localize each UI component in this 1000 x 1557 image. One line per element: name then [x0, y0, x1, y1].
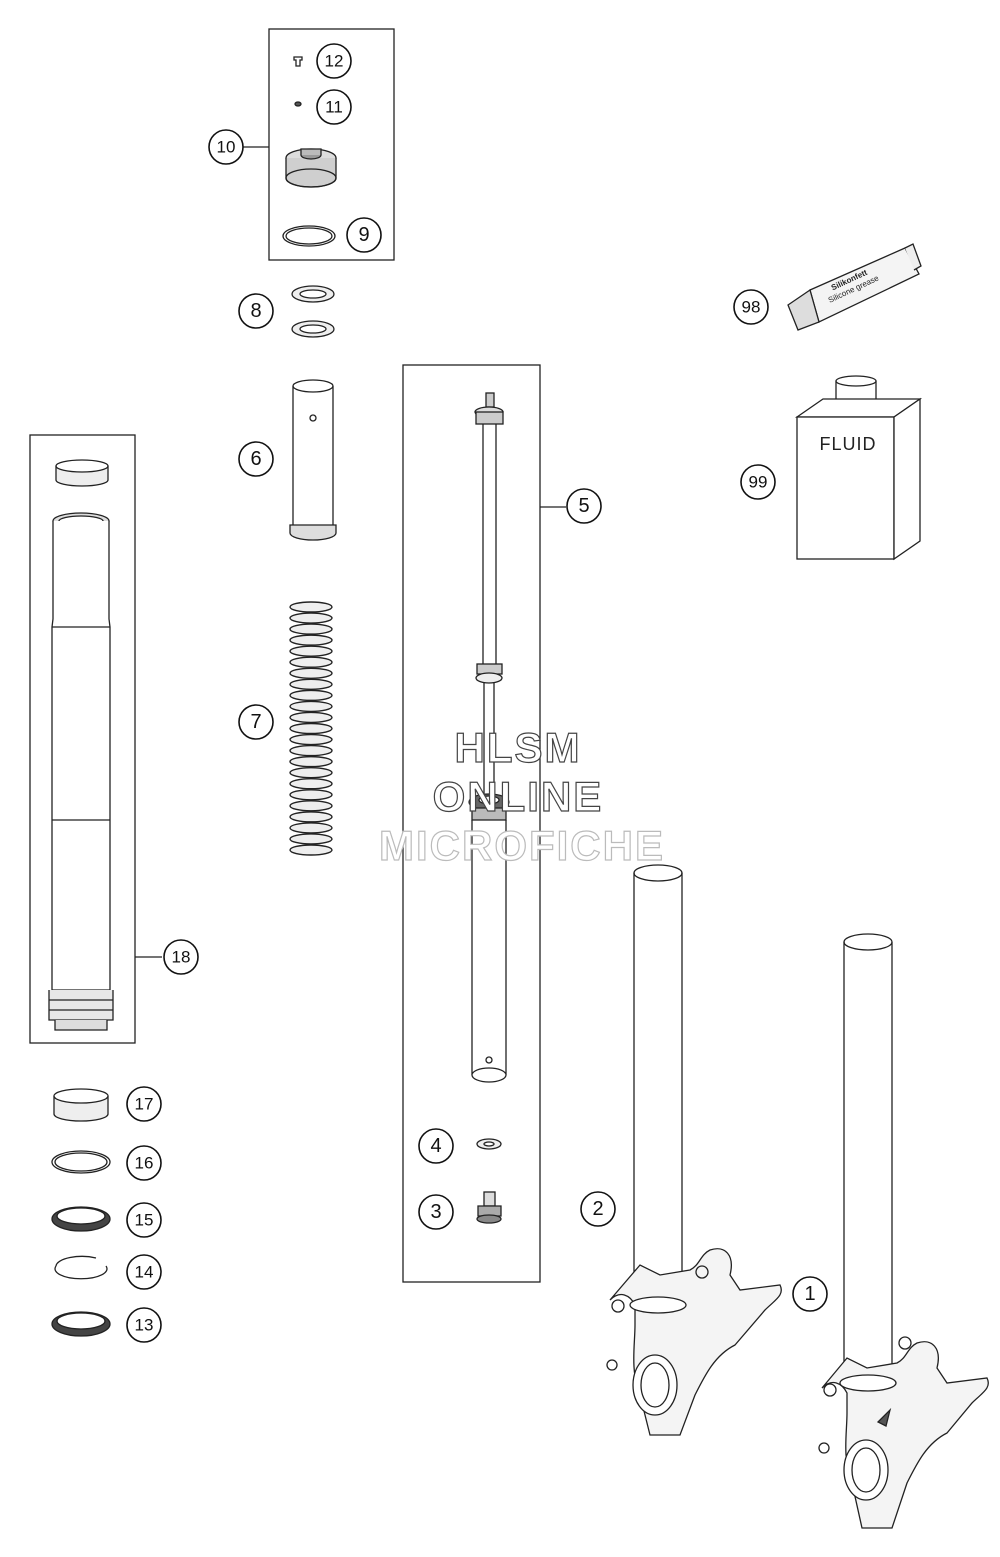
- callout-12: 12: [316, 43, 352, 79]
- callout-98: 98: [733, 289, 769, 325]
- svg-text:9: 9: [358, 224, 369, 246]
- svg-text:4: 4: [430, 1135, 441, 1157]
- part-2-fork-leg: [606, 864, 782, 1436]
- spring-coil: [289, 601, 333, 613]
- part-12-screw: [293, 56, 303, 67]
- svg-text:8: 8: [250, 300, 261, 322]
- svg-text:1: 1: [804, 1283, 815, 1305]
- part-13-dust-seal: [51, 1311, 111, 1337]
- svg-text:14: 14: [135, 1263, 154, 1282]
- callout-99: 99: [740, 464, 776, 500]
- spring-coil: [289, 778, 333, 790]
- spring-coil: [289, 612, 333, 624]
- svg-text:2: 2: [592, 1198, 603, 1220]
- spring-coil: [289, 678, 333, 691]
- svg-text:17: 17: [135, 1095, 154, 1114]
- callout-2: 2: [580, 1191, 616, 1227]
- part-7-spring: [289, 601, 333, 856]
- part-11-ball: [294, 101, 302, 107]
- callout-10: 10: [208, 129, 244, 165]
- svg-text:3: 3: [430, 1201, 441, 1223]
- spring-coil: [289, 733, 333, 746]
- svg-text:99: 99: [749, 473, 768, 492]
- part-9-o-ring: [282, 225, 336, 247]
- callout-13: 13: [126, 1307, 162, 1343]
- callout-3: 3: [418, 1194, 454, 1230]
- spring-coil: [289, 755, 333, 768]
- part-4-washer: [476, 1138, 502, 1150]
- svg-text:16: 16: [135, 1154, 154, 1173]
- svg-text:5: 5: [578, 495, 589, 517]
- spring-coil: [289, 822, 333, 834]
- spring-coil: [289, 667, 333, 679]
- svg-text:12: 12: [325, 52, 344, 71]
- svg-text:6: 6: [250, 448, 261, 470]
- spring-coil: [289, 811, 333, 823]
- callout-9: 9: [346, 217, 382, 253]
- spring-coil: [289, 789, 333, 801]
- svg-text:10: 10: [217, 138, 236, 157]
- part-99-fluid-bottle: [794, 375, 923, 561]
- callout-14: 14: [126, 1254, 162, 1290]
- fluid-label: FLUID: [819, 434, 876, 454]
- part-3-bolt: [476, 1191, 502, 1224]
- spring-coil: [289, 800, 333, 812]
- part-8-washers: [291, 285, 335, 338]
- spring-coil: [289, 744, 333, 757]
- spring-coil: [289, 711, 333, 724]
- callout-11: 11: [316, 89, 352, 125]
- svg-text:98: 98: [742, 298, 761, 317]
- part-6-spacer-tube: [289, 379, 337, 541]
- spring-coil: [289, 844, 333, 856]
- svg-text:11: 11: [325, 98, 343, 117]
- spring-coil: [289, 700, 333, 713]
- callout-4: 4: [418, 1128, 454, 1164]
- part-98-grease-tube: [787, 243, 922, 331]
- part-5-damper-cartridge: [468, 392, 510, 1083]
- callout-8: 8: [238, 293, 274, 329]
- group-box-cartridge-cap: [268, 28, 395, 261]
- watermark-line-3: MICROFICHE: [379, 822, 665, 869]
- spring-coil: [289, 722, 333, 735]
- callout-7: 7: [238, 704, 274, 740]
- callout-1: 1: [792, 1276, 828, 1312]
- callout-5: 5: [566, 488, 602, 524]
- spring-coil: [289, 689, 333, 702]
- group-box-outer-tube: [29, 434, 136, 1044]
- svg-text:15: 15: [135, 1211, 154, 1230]
- spring-coil: [289, 766, 333, 779]
- spring-coil: [289, 623, 333, 635]
- spring-coil: [289, 656, 333, 668]
- part-18-outer-tube: [48, 459, 114, 1031]
- callout-6: 6: [238, 441, 274, 477]
- spring-coil: [289, 645, 333, 657]
- part-17-bushing: [53, 1088, 109, 1122]
- part-10-cap: [285, 148, 337, 188]
- spring-coil: [289, 634, 333, 646]
- group-box-cartridge: [402, 364, 541, 1283]
- part-16-ring: [51, 1150, 111, 1174]
- callout-17: 17: [126, 1086, 162, 1122]
- spring-coil: [289, 833, 333, 845]
- callout-18: 18: [163, 939, 199, 975]
- watermark-line-1: HLSM: [455, 724, 582, 771]
- part-1-fork-leg: [818, 933, 989, 1529]
- callout-15: 15: [126, 1202, 162, 1238]
- callout-16: 16: [126, 1145, 162, 1181]
- svg-text:18: 18: [172, 948, 191, 967]
- svg-text:13: 13: [135, 1316, 154, 1335]
- part-15-seal: [51, 1206, 111, 1232]
- part-14-circlip: [54, 1255, 108, 1280]
- svg-text:7: 7: [250, 711, 261, 733]
- watermark-line-2: ONLINE: [433, 773, 604, 820]
